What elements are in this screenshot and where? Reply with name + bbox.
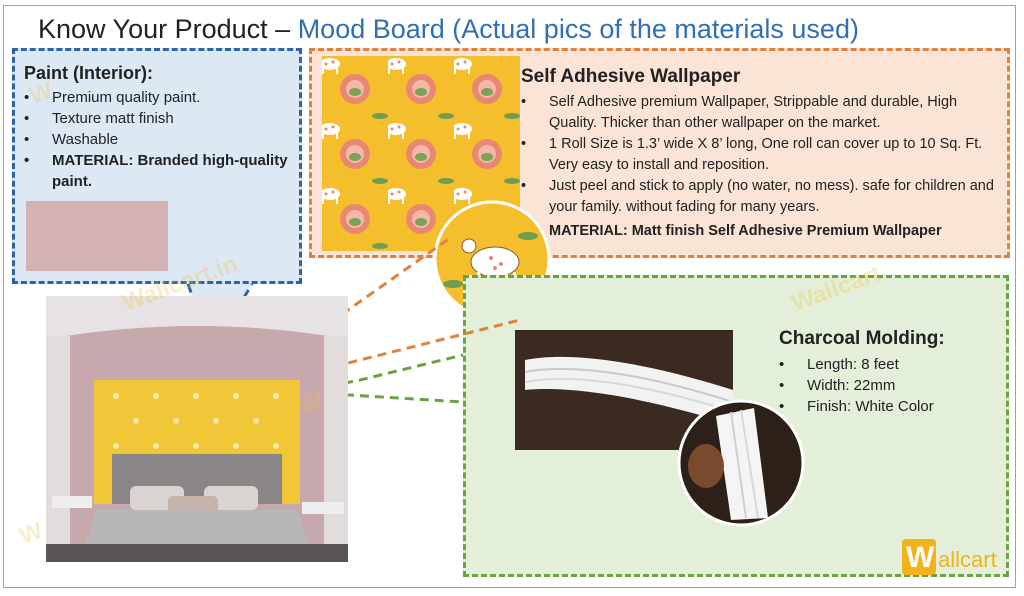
- wallpaper-item: Just peel and stick to apply (no water, …: [521, 176, 1001, 218]
- molding-item: Length: 8 feet: [779, 354, 999, 375]
- logo-text: allcart: [938, 547, 997, 572]
- bedroom-render-image: [46, 296, 348, 562]
- molding-photo: [515, 330, 733, 450]
- paint-item: Washable: [24, 129, 304, 150]
- paint-list: Premium quality paint. Texture matt fini…: [24, 87, 304, 192]
- molding-item: Finish: White Color: [779, 396, 999, 417]
- title-highlight: Mood Board (Actual pics of the materials…: [297, 14, 859, 44]
- molding-heading: Charcoal Molding:: [779, 328, 945, 349]
- paint-item: Texture matt finish: [24, 108, 304, 129]
- molding-zoom-circle: [677, 399, 805, 527]
- molding-item: Width: 22mm: [779, 375, 999, 396]
- paint-color-swatch: [26, 201, 168, 271]
- wallpaper-item: Self Adhesive premium Wallpaper, Strippa…: [521, 92, 1001, 134]
- molding-list: Length: 8 feet Width: 22mm Finish: White…: [779, 354, 999, 417]
- wallpaper-material: MATERIAL: Matt finish Self Adhesive Prem…: [549, 223, 942, 239]
- logo-letter: W: [906, 541, 935, 574]
- wallpaper-list: Self Adhesive premium Wallpaper, Strippa…: [521, 92, 1001, 218]
- paint-heading: Paint (Interior):: [24, 63, 153, 83]
- wallcart-logo: W allcart: [902, 537, 1008, 577]
- title-main: Know Your Product –: [38, 14, 298, 44]
- paint-material: MATERIAL: Branded high-quality paint.: [24, 150, 304, 192]
- slide-title: Know Your Product – Mood Board (Actual p…: [38, 12, 859, 46]
- wallpaper-heading: Self Adhesive Wallpaper: [521, 66, 741, 87]
- wallpaper-item: 1 Roll Size is 1.3’ wide X 8’ long, One …: [521, 134, 1001, 176]
- paint-item: Premium quality paint.: [24, 87, 304, 108]
- slide-frame: [3, 5, 1016, 588]
